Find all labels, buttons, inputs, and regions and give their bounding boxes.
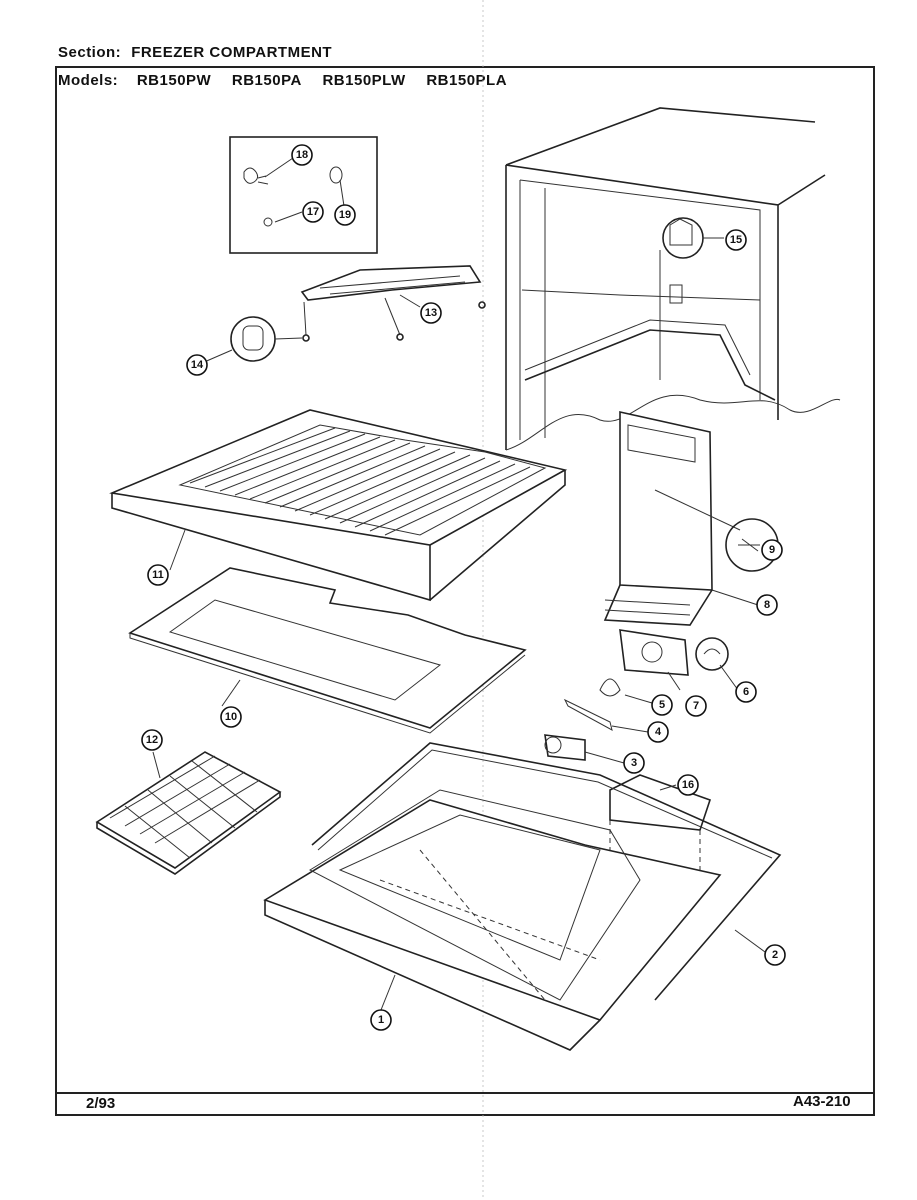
callout-13: 13 <box>420 302 442 324</box>
callout-18: 18 <box>291 144 313 166</box>
section-value: FREEZER COMPARTMENT <box>131 44 333 61</box>
gasket-part <box>311 742 782 1001</box>
callout-9: 9 <box>761 539 783 561</box>
control-knob-part <box>230 316 303 362</box>
freezer-pan-part <box>263 789 722 1051</box>
svg-text:9: 9 <box>769 544 775 556</box>
svg-text:18: 18 <box>296 149 308 161</box>
callout-16: 16 <box>677 774 699 796</box>
svg-text:14: 14 <box>191 359 204 371</box>
model-item: RB150PW <box>136 72 212 89</box>
callout-11: 11 <box>147 564 169 586</box>
callout-5: 5 <box>651 694 673 716</box>
models-label: Models: <box>58 72 119 89</box>
svg-text:15: 15 <box>730 234 742 246</box>
svg-text:7: 7 <box>693 700 699 712</box>
svg-text:13: 13 <box>425 307 437 319</box>
ice-tray-part <box>95 751 282 875</box>
callout-7: 7 <box>685 695 707 717</box>
svg-text:2: 2 <box>772 949 778 961</box>
footer-code: A43-210 <box>793 1093 851 1110</box>
callout-4: 4 <box>647 721 669 743</box>
section-label: Section: <box>58 44 122 61</box>
callout-12: 12 <box>141 729 163 751</box>
svg-text:6: 6 <box>743 686 749 698</box>
leader-lines <box>152 157 766 1011</box>
callout-8: 8 <box>756 594 778 616</box>
air-duct-part <box>603 411 779 626</box>
fan-assembly-parts <box>544 629 729 761</box>
section-title: Section: FREEZER COMPARTMENT <box>58 44 332 61</box>
footer-divider <box>55 1092 875 1094</box>
callout-2: 2 <box>764 944 786 966</box>
model-item: RB150PLW <box>322 72 406 89</box>
callout-17: 17 <box>302 201 324 223</box>
callout-3: 3 <box>623 752 645 774</box>
svg-text:10: 10 <box>225 711 237 723</box>
callout-6: 6 <box>735 681 757 703</box>
shelf-liner-part <box>128 567 527 734</box>
callout-10: 10 <box>220 706 242 728</box>
svg-text:12: 12 <box>146 734 158 746</box>
models-line: Models: RB150PW RB150PA RB150PLW RB150PL… <box>58 72 523 89</box>
svg-text:19: 19 <box>339 209 351 221</box>
callout-14: 14 <box>186 354 208 376</box>
svg-text:11: 11 <box>152 569 164 581</box>
callout-19: 19 <box>334 204 356 226</box>
svg-text:1: 1 <box>378 1014 384 1026</box>
freezer-shelf-part <box>109 409 568 602</box>
model-item: RB150PA <box>231 72 302 89</box>
diagram-frame <box>55 66 875 1116</box>
callout-1: 1 <box>370 1009 392 1031</box>
hardware-inset <box>229 136 378 254</box>
svg-text:4: 4 <box>655 726 662 738</box>
callout-15: 15 <box>725 229 747 251</box>
damper-cover-part <box>300 265 486 342</box>
svg-text:16: 16 <box>682 779 694 791</box>
svg-text:5: 5 <box>659 699 665 711</box>
model-item: RB150PLA <box>426 72 508 89</box>
svg-text:8: 8 <box>764 599 770 611</box>
svg-text:3: 3 <box>631 757 637 769</box>
svg-text:17: 17 <box>307 206 319 218</box>
footer-date: 2/93 <box>86 1095 116 1112</box>
freezer-cabinet <box>505 107 841 451</box>
